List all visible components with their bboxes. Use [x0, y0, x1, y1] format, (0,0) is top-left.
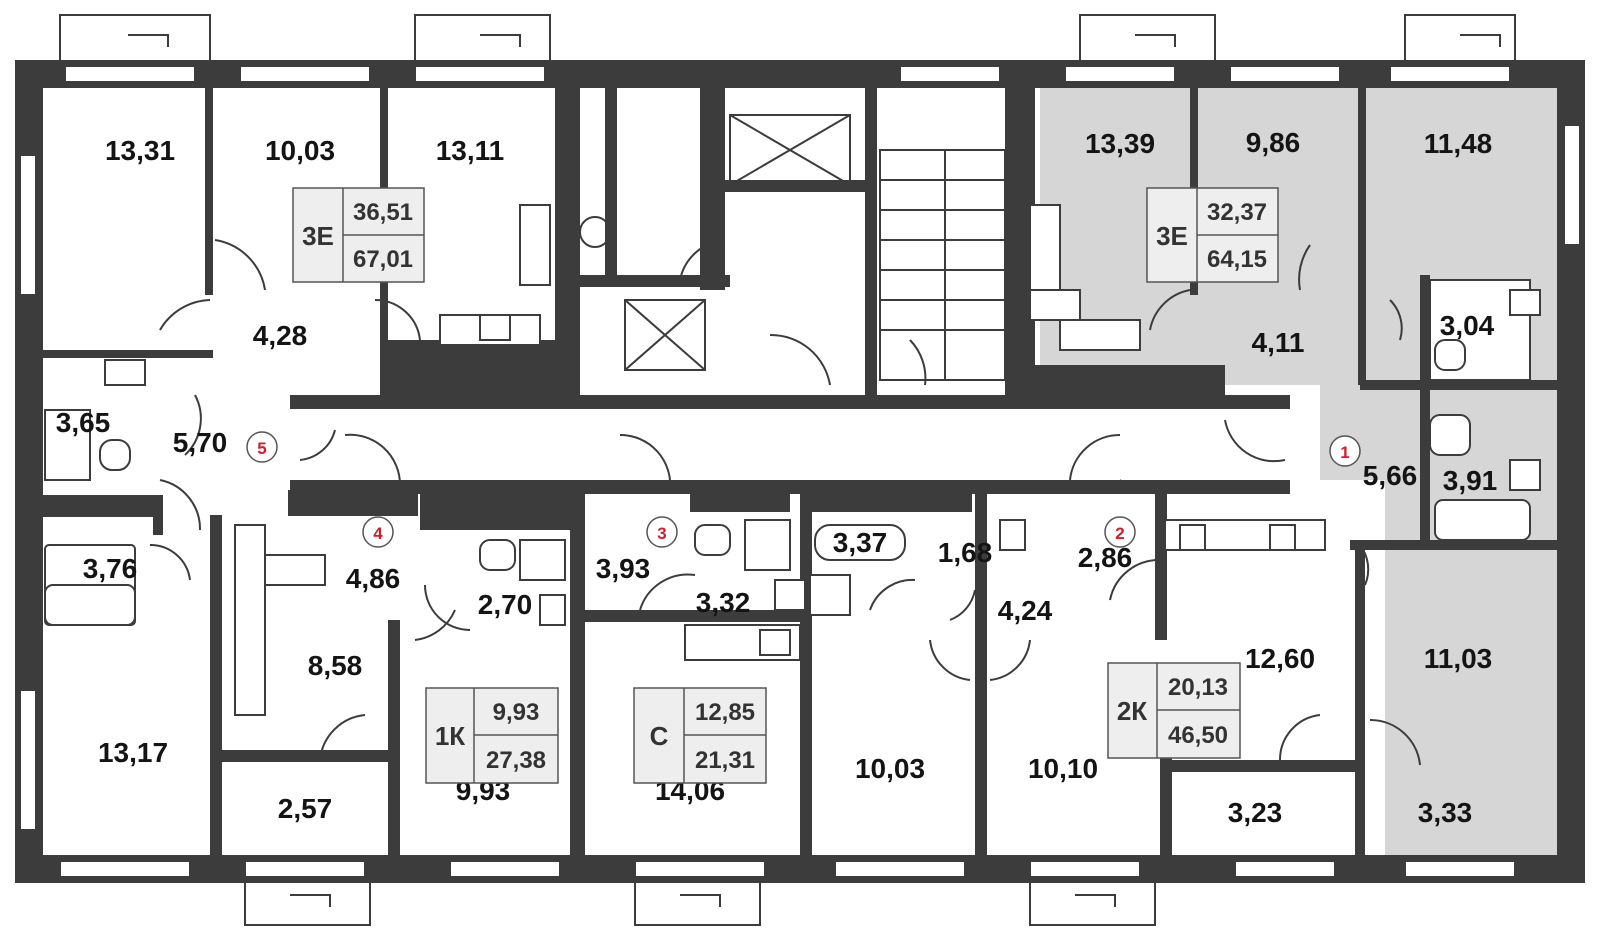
apartment-badge-1k: 1К 9,93 27,38 [425, 687, 559, 784]
room-area: 9,86 [1246, 127, 1301, 158]
plumbing-fixtures [44, 204, 1541, 716]
room-area: 10,10 [1028, 753, 1098, 784]
balcony-rails [128, 34, 1501, 907]
badge-type: 2К [1117, 696, 1147, 726]
elevator-shafts [579, 114, 851, 371]
room-area: 13,39 [1085, 128, 1155, 159]
room-area: 10,03 [265, 135, 335, 166]
room-area: 1,68 [938, 537, 993, 568]
room-area: 4,86 [346, 563, 401, 594]
room-area: 4,24 [998, 595, 1053, 626]
apartment-number: 2 [1115, 524, 1124, 543]
room-area: 12,60 [1245, 643, 1315, 674]
room-area: 3,76 [83, 553, 138, 584]
room-area: 2,57 [278, 793, 333, 824]
room-area: 3,33 [1418, 797, 1473, 828]
badge-living-area: 32,37 [1207, 199, 1267, 226]
badge-type: 3Е [302, 221, 334, 251]
badge-living-area: 20,13 [1168, 674, 1228, 701]
room-area: 13,11 [436, 135, 505, 166]
room-area: 3,91 [1443, 465, 1498, 496]
badge-living-area: 9,93 [493, 699, 540, 726]
apartment-number: 5 [257, 439, 266, 458]
apartment-number: 3 [657, 524, 666, 543]
room-area-labels: 13,31 10,03 13,11 4,28 3,65 5,70 3,76 13… [56, 127, 1498, 828]
badge-total-area: 46,50 [1168, 722, 1228, 749]
apartment-badge-studio: С 12,85 21,31 [633, 687, 767, 784]
badge-living-area: 12,85 [695, 699, 755, 726]
room-area: 5,66 [1363, 460, 1418, 491]
apartment-badge-3e-left: 3Е 36,51 67,01 [292, 187, 425, 283]
badge-total-area: 21,31 [695, 747, 755, 774]
interior-walls [43, 85, 1560, 860]
apartment-number-markers: 1 2 3 4 5 [246, 431, 1361, 548]
room-area: 8,58 [308, 650, 363, 681]
room-area: 11,03 [1424, 643, 1493, 674]
room-area: 3,32 [696, 587, 751, 618]
badge-total-area: 27,38 [486, 747, 546, 774]
badge-type: 3Е [1156, 221, 1188, 251]
room-area: 13,17 [98, 737, 168, 768]
stairwell [879, 149, 1006, 381]
badge-total-area: 67,01 [353, 246, 413, 273]
room-area: 4,28 [253, 320, 308, 351]
badge-type: 1К [435, 721, 465, 751]
room-area: 13,31 [105, 135, 175, 166]
badge-type: С [650, 721, 669, 751]
apartment-number: 4 [373, 524, 383, 543]
apartment-badge-2k: 2К 20,13 46,50 [1107, 662, 1241, 759]
room-area: 10,03 [855, 753, 925, 784]
room-area: 3,37 [833, 527, 888, 558]
badge-total-area: 64,15 [1207, 246, 1267, 273]
room-area: 4,11 [1252, 327, 1305, 358]
room-area: 5,70 [173, 427, 228, 458]
room-area: 3,93 [596, 553, 651, 584]
balconies [59, 14, 1516, 926]
room-area: 2,70 [478, 589, 533, 620]
room-area: 3,65 [56, 407, 111, 438]
room-area: 3,04 [1440, 310, 1495, 341]
apartment-number: 1 [1340, 443, 1349, 462]
badge-living-area: 36,51 [353, 199, 413, 226]
room-area: 11,48 [1424, 128, 1493, 159]
door-swings [149, 239, 1421, 766]
room-area: 3,23 [1228, 797, 1283, 828]
apartment-badge-3e-right: 3Е 32,37 64,15 [1146, 187, 1279, 283]
windows [19, 65, 1581, 878]
